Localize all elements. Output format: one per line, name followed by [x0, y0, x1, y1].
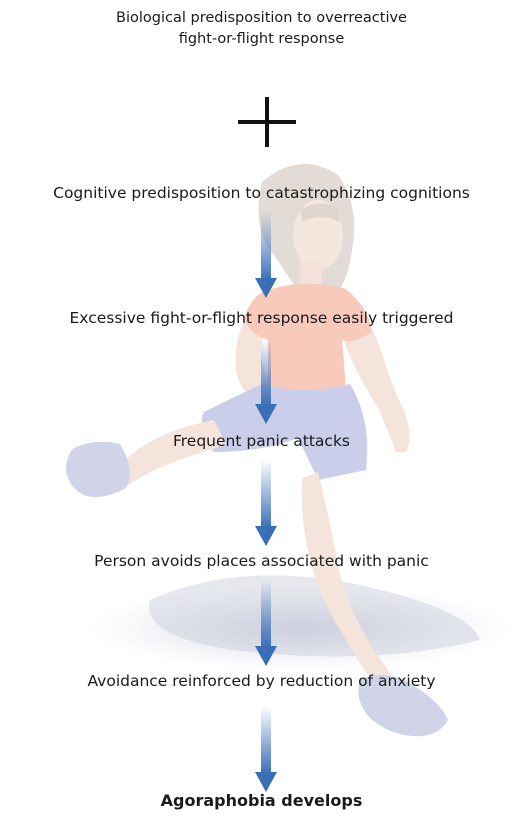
plus-icon	[238, 97, 296, 147]
outcome-agoraphobia: Agoraphobia develops	[0, 791, 523, 811]
flow-arrow-4	[253, 580, 279, 666]
step-catastrophizing: Cognitive predisposition to catastrophiz…	[0, 183, 523, 203]
flow-arrow-3	[253, 460, 279, 546]
premise-line-1: Biological predisposition to overreactiv…	[0, 9, 523, 28]
flow-arrow-2	[253, 338, 279, 424]
step-panic-attacks: Frequent panic attacks	[0, 431, 523, 451]
premise-line-2: fight-or-flight response	[0, 30, 523, 49]
step-excessive-response: Excessive fight-or-flight response easil…	[0, 308, 523, 328]
flow-arrow-5	[253, 706, 279, 792]
flow-arrow-1	[253, 210, 279, 298]
step-avoidance-reinforced: Avoidance reinforced by reduction of anx…	[0, 671, 523, 691]
step-avoids-places: Person avoids places associated with pan…	[0, 551, 523, 571]
